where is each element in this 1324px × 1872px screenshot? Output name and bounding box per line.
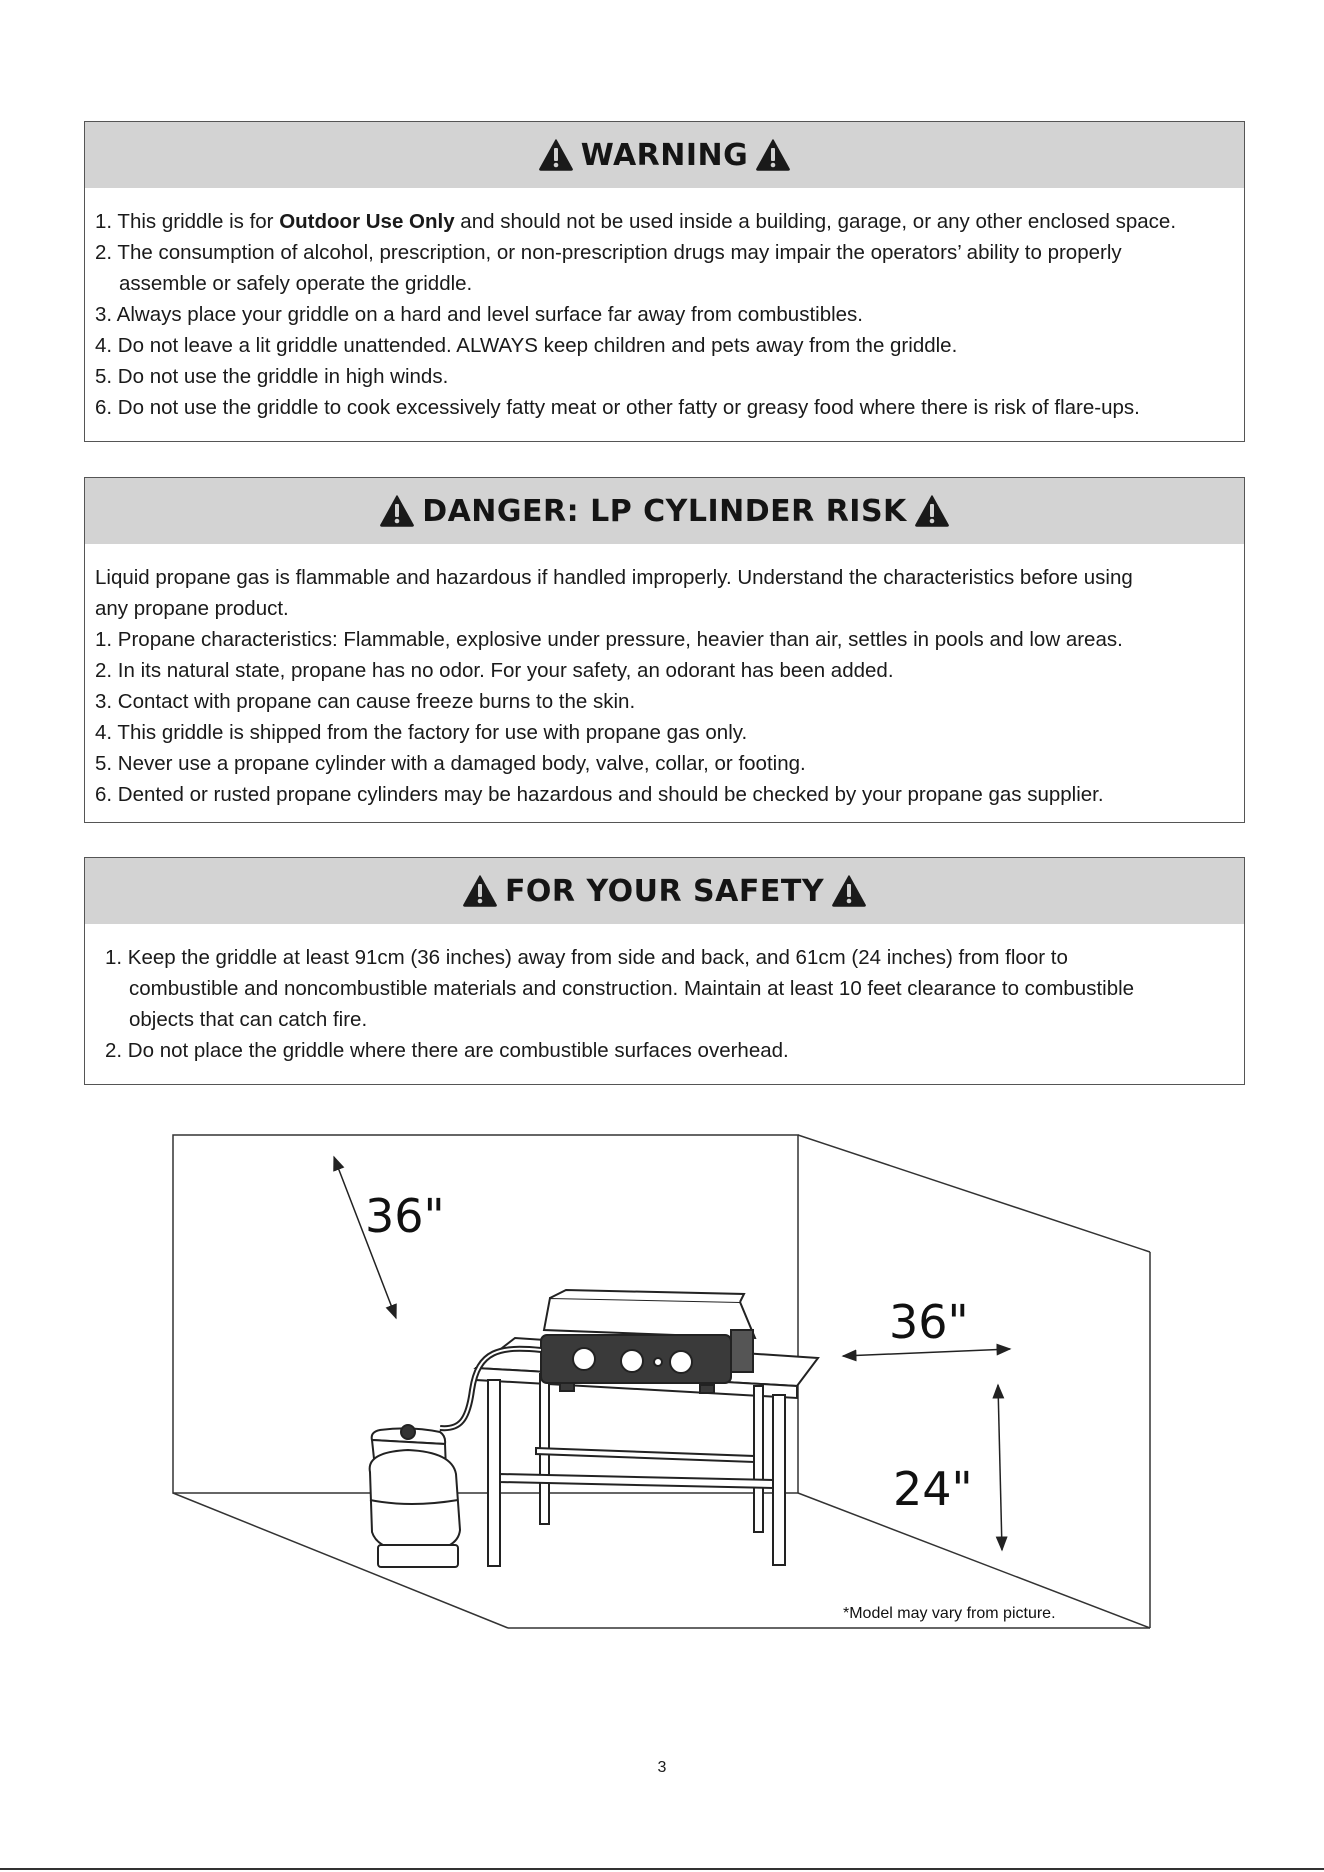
floor-clearance-label: 24" (893, 1462, 973, 1516)
safety-title: FOR YOUR SAFETY (504, 873, 825, 909)
danger-item: 2. In its natural state, propane has no … (95, 659, 894, 682)
danger-header: DANGER: LP CYLINDER RISK (85, 478, 1244, 544)
floor-clearance-arrow (992, 1383, 1008, 1552)
danger-box: DANGER: LP CYLINDER RISK Liquid propane … (84, 477, 1245, 823)
warning-box: WARNING 1. This griddle is for Outdoor U… (84, 121, 1245, 442)
warning-triangle-icon (914, 495, 949, 527)
warning-triangle-icon (538, 139, 573, 171)
warning-triangle-icon (380, 495, 415, 527)
warning-title: WARNING (580, 137, 749, 173)
safety-item: 2. Do not place the griddle where there … (105, 1039, 789, 1062)
back-clearance-arrow (333, 1155, 397, 1320)
danger-body: Liquid propane gas is flammable and haza… (85, 544, 1244, 824)
safety-item: 1. Keep the griddle at least 91cm (36 in… (105, 946, 1068, 969)
safety-item-continuation: combustible and noncombustible materials… (129, 977, 1135, 1000)
warning-item-emphasis: Outdoor Use Only (279, 210, 455, 233)
safety-item-continuation: objects that can catch fire. (129, 1008, 368, 1031)
danger-item: 3. Contact with propane can cause freeze… (95, 690, 636, 713)
warning-item: 1. This griddle is for Outdoor Use Only … (95, 206, 1234, 237)
side-clearance-label: 36" (889, 1295, 969, 1349)
bottom-divider (0, 1868, 1324, 1870)
danger-intro: Liquid propane gas is flammable and haza… (95, 566, 1133, 589)
warning-triangle-icon (756, 139, 791, 171)
warning-item-continuation: assemble or safely operate the griddle. (119, 272, 473, 295)
warning-header: WARNING (85, 122, 1244, 188)
warning-triangle-icon (832, 875, 866, 907)
danger-item: 6. Dented or rusted propane cylinders ma… (95, 783, 1104, 806)
room-outline (172, 1134, 1151, 1629)
warning-triangle-icon (463, 875, 497, 907)
warning-item: 6. Do not use the griddle to cook excess… (95, 396, 1140, 419)
warning-item: 2. The consumption of alcohol, prescript… (95, 241, 1122, 264)
page-number: 3 (657, 1759, 667, 1776)
danger-title: DANGER: LP CYLINDER RISK (422, 493, 907, 529)
side-clearance-arrow (841, 1343, 1012, 1362)
warning-item-text: and should not be used inside a building… (454, 210, 1177, 233)
clearance-diagram: 36" 36" 24" *Model may vary fr (172, 1134, 1151, 1629)
safety-header: FOR YOUR SAFETY (85, 858, 1244, 924)
safety-body: 1. Keep the griddle at least 91cm (36 in… (85, 924, 1244, 1080)
griddle-illustration (540, 1288, 757, 1394)
back-clearance-label: 36" (365, 1189, 445, 1243)
danger-intro: any propane product. (95, 597, 289, 620)
danger-item: 5. Never use a propane cylinder with a d… (95, 752, 806, 775)
warning-item: 4. Do not leave a lit griddle unattended… (95, 334, 958, 357)
warning-item-text: 1. This griddle is for (95, 210, 280, 233)
propane-tank-illustration (368, 1424, 462, 1568)
warning-body: 1. This griddle is for Outdoor Use Only … (85, 188, 1244, 437)
danger-item: 4. This griddle is shipped from the fact… (95, 721, 748, 744)
warning-item: 3. Always place your griddle on a hard a… (95, 303, 863, 326)
warning-item: 5. Do not use the griddle in high winds. (95, 365, 449, 388)
danger-item: 1. Propane characteristics: Flammable, e… (95, 628, 1123, 651)
safety-box: FOR YOUR SAFETY 1. Keep the griddle at l… (84, 857, 1245, 1085)
model-note: *Model may vary from picture. (843, 1605, 1056, 1622)
